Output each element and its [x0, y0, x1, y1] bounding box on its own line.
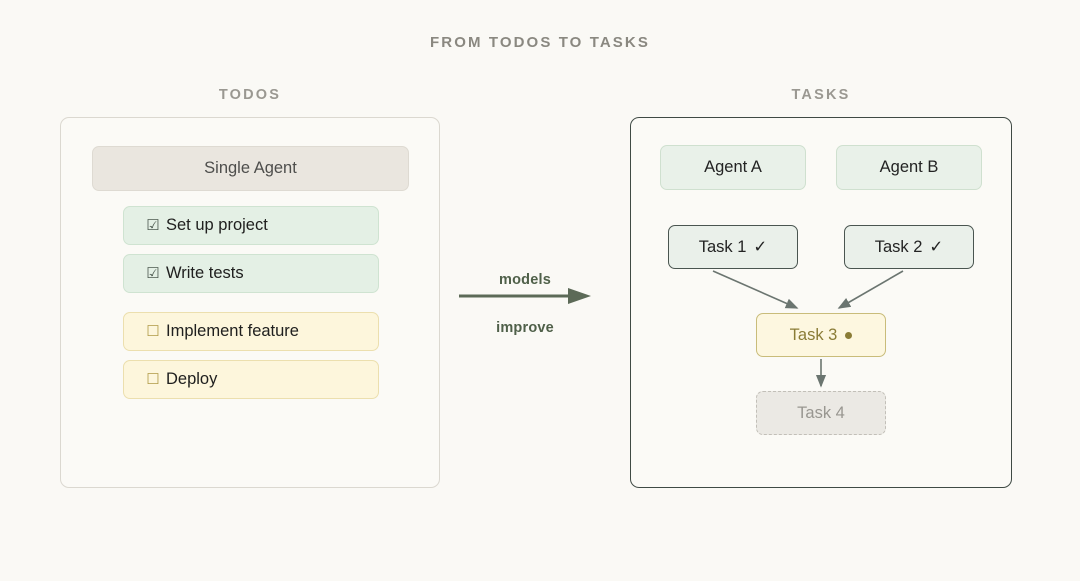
todo-label: Set up project [166, 216, 268, 234]
todo-label: Write tests [166, 264, 244, 282]
node-task-4[interactable]: Task 4 [756, 391, 886, 435]
todo-item-write-tests[interactable]: ☑ Write tests [123, 254, 379, 293]
node-label: Agent B [879, 158, 939, 176]
connector-label-improve: improve [496, 320, 554, 336]
todo-label: Implement feature [166, 322, 299, 340]
single-agent-label: Single Agent [204, 159, 297, 177]
node-label: Agent A [704, 158, 762, 176]
todos-heading: TODOS [218, 87, 282, 103]
node-label: Task 1 [698, 237, 747, 256]
tasks-heading: TASKS [791, 87, 851, 103]
node-label: Task 3 [789, 325, 838, 344]
node-label: Task 4 [797, 403, 845, 422]
todo-item-deploy[interactable]: ☐ Deploy [123, 360, 379, 399]
check-icon: ✓ [753, 238, 768, 256]
single-agent-box: Single Agent [92, 146, 409, 191]
node-task-3[interactable]: Task 3 [756, 313, 886, 357]
todo-item-set-up-project[interactable]: ☑ Set up project [123, 206, 379, 245]
arrow-right-icon [459, 288, 591, 304]
node-agent-b[interactable]: Agent B [836, 145, 982, 190]
node-task-1[interactable]: Task 1 ✓ [668, 225, 798, 269]
node-agent-a[interactable]: Agent A [660, 145, 806, 190]
node-label: Task 2 [874, 237, 923, 256]
checkbox-checked-icon[interactable]: ☑ [146, 217, 160, 234]
check-icon: ✓ [929, 238, 944, 256]
page-title: FROM TODOS TO TASKS [430, 34, 650, 51]
todo-item-implement-feature[interactable]: ☐ Implement feature [123, 312, 379, 351]
node-task-2[interactable]: Task 2 ✓ [844, 225, 974, 269]
checkbox-empty-icon[interactable]: ☐ [146, 323, 160, 340]
connector-label-models: models [499, 272, 551, 288]
todo-label: Deploy [166, 370, 218, 388]
checkbox-checked-icon[interactable]: ☑ [146, 265, 160, 282]
tasks-panel: Agent A Agent B Task 1 ✓ Task 2 ✓ Task 3… [630, 117, 1012, 488]
todos-panel: Single Agent ☑ Set up project ☑ Write te… [60, 117, 440, 488]
in-progress-dot-icon [845, 331, 853, 339]
checkbox-empty-icon[interactable]: ☐ [146, 371, 160, 388]
